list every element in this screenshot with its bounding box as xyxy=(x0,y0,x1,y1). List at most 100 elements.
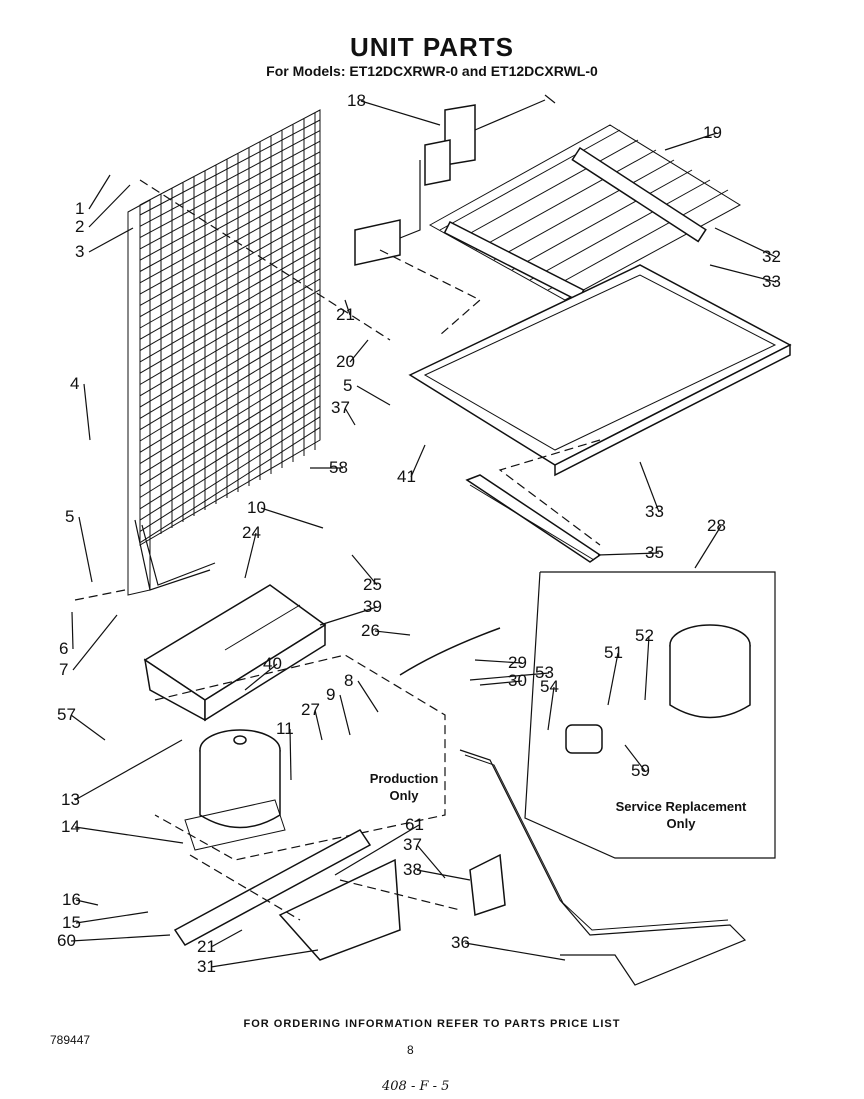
callout-leader-line xyxy=(75,911,149,924)
callout-number-24: 24 xyxy=(242,523,261,542)
control-assembly xyxy=(354,94,556,266)
callout-number-61: 61 xyxy=(405,815,424,834)
callout-leader-line xyxy=(597,552,660,556)
callout-number-32: 32 xyxy=(762,247,781,266)
service-replacement-box xyxy=(524,571,776,859)
callout-leader-line xyxy=(88,184,131,228)
relay-bracket xyxy=(469,853,506,917)
callout-number-29: 29 xyxy=(508,653,527,672)
page-title: UNIT PARTS xyxy=(349,32,515,62)
callout-number-1: 1 xyxy=(75,199,84,218)
ordering-information-note: FOR ORDERING INFORMATION REFER TO PARTS … xyxy=(243,1018,621,1030)
callout-number-8: 8 xyxy=(344,671,353,690)
callout-number-3: 3 xyxy=(75,242,84,261)
callout-number-54: 54 xyxy=(540,677,559,696)
callout-number-33: 33 xyxy=(645,502,664,521)
callout-number-14: 14 xyxy=(61,817,80,836)
callout-leader-line xyxy=(244,663,278,691)
production-dashed-boundary xyxy=(154,654,446,861)
callout-leader-line xyxy=(210,929,243,948)
production-label-line-1: Production xyxy=(369,771,439,786)
evaporator-coil xyxy=(428,124,741,302)
callout-number-20: 20 xyxy=(336,352,355,371)
callout-number-15: 15 xyxy=(62,913,81,932)
callout-leader-line xyxy=(474,659,523,664)
compressor-mounting-bracket xyxy=(173,829,401,961)
service-replacement-only-label: Service Replacement Only xyxy=(606,798,756,832)
callout-leader-line xyxy=(469,672,550,681)
callout-leader-line xyxy=(349,339,369,363)
callout-leader-line xyxy=(624,744,646,772)
callout-leader-line xyxy=(356,385,391,406)
callout-number-51: 51 xyxy=(604,643,623,662)
callout-number-41: 41 xyxy=(397,467,416,486)
callout-number-21: 21 xyxy=(336,305,355,324)
callout-number-35: 35 xyxy=(645,543,664,562)
callout-leader-line xyxy=(70,934,171,942)
freezer-shelf-tray xyxy=(408,264,792,477)
callout-leader-line xyxy=(319,606,378,626)
callout-number-37: 37 xyxy=(331,398,350,417)
callout-number-31: 31 xyxy=(197,957,216,976)
reference-lines xyxy=(74,179,601,921)
callout-leader-line xyxy=(83,383,91,441)
callout-number-2: 2 xyxy=(75,217,84,236)
drain-trough xyxy=(465,474,602,563)
callout-number-10: 10 xyxy=(247,498,266,517)
callout-leader-line xyxy=(416,844,446,879)
callout-leader-line xyxy=(334,824,420,876)
callout-leader-line xyxy=(709,264,777,283)
callout-leader-line xyxy=(344,407,356,426)
callout-number-36: 36 xyxy=(451,933,470,952)
callout-number-11: 11 xyxy=(276,719,294,738)
callout-leader-line xyxy=(416,869,471,881)
callout-number-53: 53 xyxy=(535,663,554,682)
capillary-tube xyxy=(459,749,747,986)
callout-number-57: 57 xyxy=(57,705,76,724)
document-number: 789447 xyxy=(50,1033,91,1047)
callout-leader-line xyxy=(644,635,650,701)
callout-number-19: 19 xyxy=(703,123,722,142)
callout-number-38: 38 xyxy=(403,860,422,879)
callout-leader-line xyxy=(88,227,134,253)
service-label-line-2: Only xyxy=(666,816,696,831)
callout-number-59: 59 xyxy=(631,761,650,780)
callout-number-13: 13 xyxy=(61,790,80,809)
callout-number-52: 52 xyxy=(635,626,654,645)
callout-number-7: 7 xyxy=(59,660,68,679)
callout-leader-line xyxy=(314,709,323,741)
callout-number-18: 18 xyxy=(347,91,366,110)
callout-number-5: 5 xyxy=(65,507,74,526)
callout-number-27: 27 xyxy=(301,700,320,719)
callout-leader-line xyxy=(639,461,660,513)
drain-tube xyxy=(399,627,501,676)
callout-number-58: 58 xyxy=(329,458,348,477)
callout-number-25: 25 xyxy=(363,575,382,594)
callout-number-28: 28 xyxy=(707,516,726,535)
callout-leader-line xyxy=(547,686,555,731)
callout-leader-line xyxy=(374,630,411,636)
production-label-line-2: Only xyxy=(389,788,419,803)
callout-leader-line xyxy=(289,728,292,781)
callout-leader-line xyxy=(464,942,566,961)
callout-number-9: 9 xyxy=(326,685,335,704)
callout-number-60: 60 xyxy=(57,931,76,950)
compressor xyxy=(184,729,286,851)
callout-number-5: 5 xyxy=(343,376,352,395)
callout-number-16: 16 xyxy=(62,890,81,909)
callout-leader-line xyxy=(260,507,324,529)
callout-number-4: 4 xyxy=(70,374,79,393)
callout-leader-line xyxy=(88,174,111,210)
production-only-label: Production Only xyxy=(366,770,442,804)
callout-leader-line xyxy=(360,100,441,126)
callout-leader-line xyxy=(694,525,722,569)
callout-leader-line xyxy=(70,714,106,741)
callout-leader-line xyxy=(351,554,378,586)
callout-leader-line xyxy=(75,899,99,906)
callout-number-6: 6 xyxy=(59,639,68,658)
callout-number-26: 26 xyxy=(361,621,380,640)
condenser-coil xyxy=(127,109,321,596)
